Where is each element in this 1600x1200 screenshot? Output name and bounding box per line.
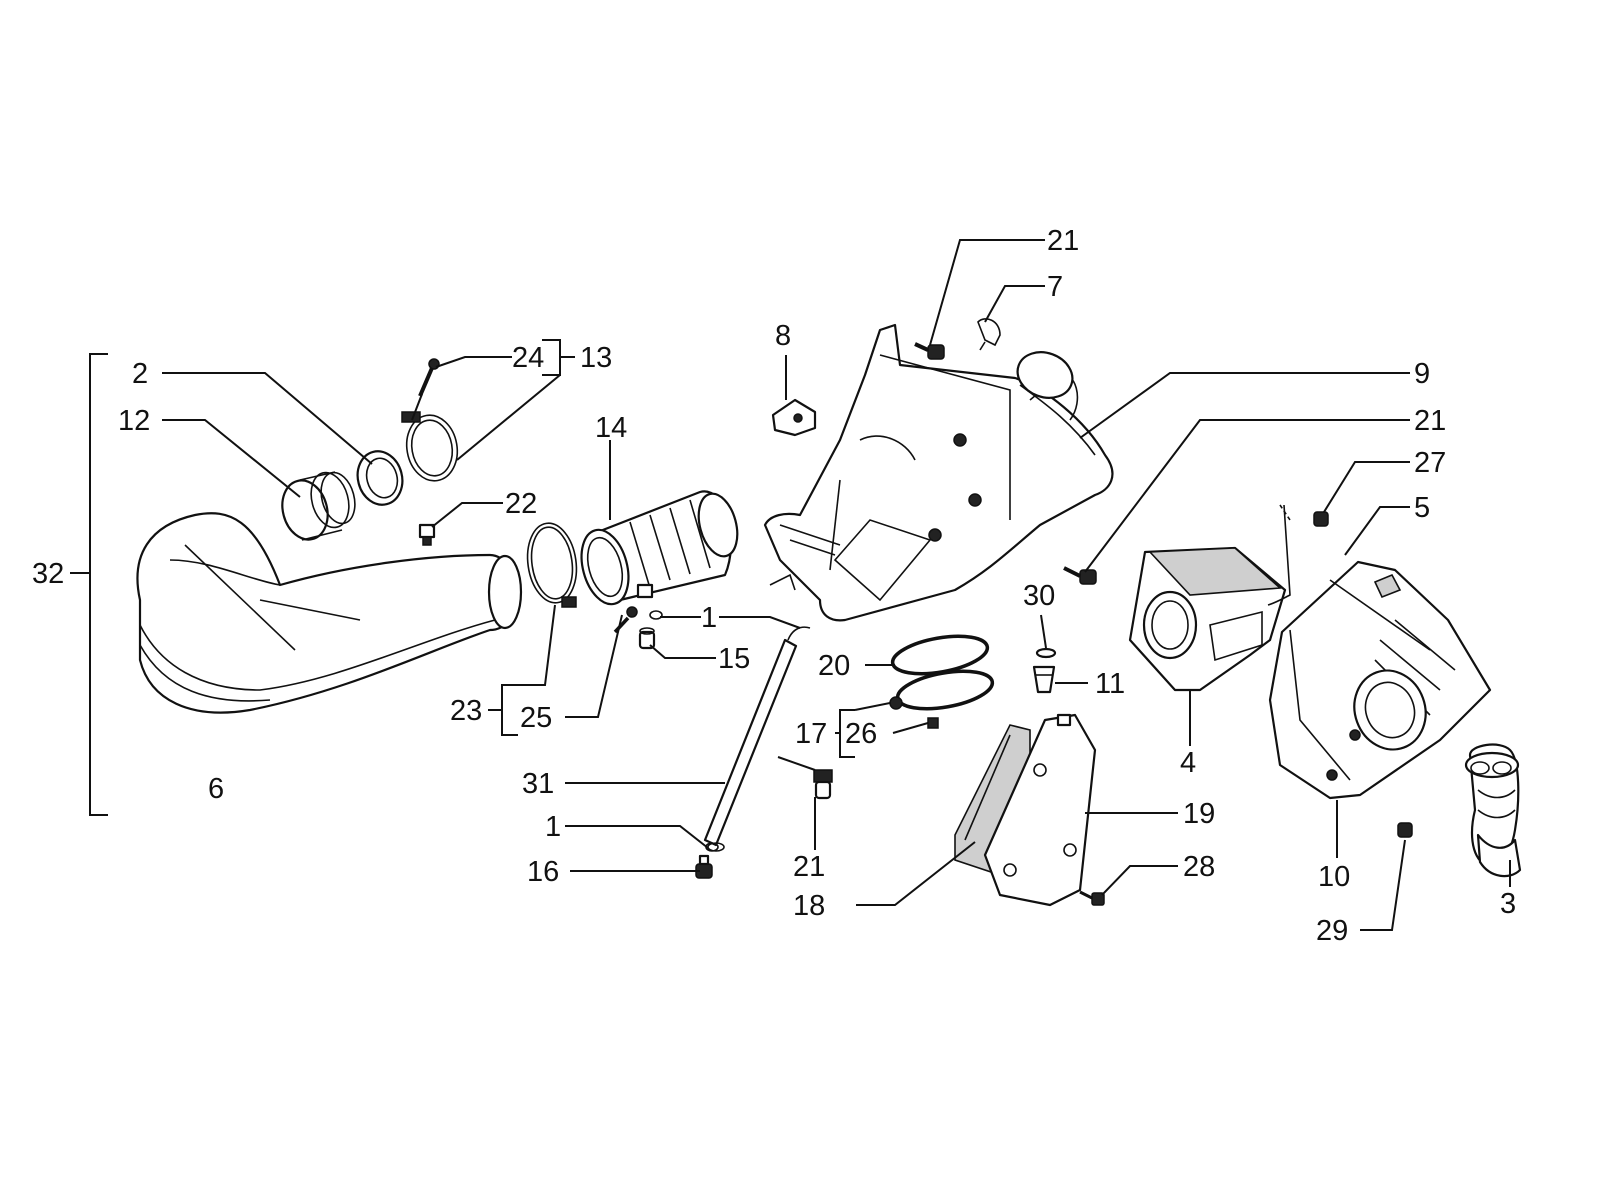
rubber-sleeve-part — [281, 471, 356, 541]
callout-19: 19 — [1183, 798, 1215, 830]
callout-6: 6 — [208, 773, 224, 805]
callout-4: 4 — [1180, 747, 1196, 779]
callout-7: 7 — [1047, 271, 1063, 303]
screw-part-21-top — [914, 342, 945, 360]
screw-part-21-bottom — [813, 769, 833, 800]
callout-12: 12 — [118, 405, 150, 437]
callout-5: 5 — [1414, 492, 1430, 524]
washer-part-30 — [1035, 647, 1057, 659]
screw-part-29 — [1397, 822, 1413, 838]
breather-tube-part — [703, 626, 811, 852]
fastener-part-17 — [889, 696, 903, 710]
callout-3: 3 — [1500, 888, 1516, 920]
callout-21-bottom: 21 — [793, 851, 825, 883]
clip-part-7 — [977, 318, 1001, 351]
callout-2: 2 — [132, 358, 148, 390]
callout-27: 27 — [1414, 447, 1446, 479]
callout-28: 28 — [1183, 851, 1215, 883]
screw-part-27 — [1313, 511, 1329, 527]
screw-part-26 — [927, 717, 939, 729]
plug-part-11 — [1032, 665, 1056, 694]
callout-1-upper: 1 — [701, 602, 717, 634]
callout-10: 10 — [1318, 861, 1350, 893]
callout-30: 30 — [1023, 580, 1055, 612]
callout-25: 25 — [520, 702, 552, 734]
clamp-part-13 — [401, 411, 459, 482]
callout-31: 31 — [522, 768, 554, 800]
filter-element-part — [1128, 546, 1287, 692]
callout-32: 32 — [32, 558, 64, 590]
screw-part-25 — [613, 606, 638, 634]
leader-lines — [70, 239, 1511, 931]
air-box-cover-part — [1268, 560, 1492, 800]
intake-snorkel-part — [1464, 743, 1522, 878]
callout-21-top: 21 — [1047, 225, 1079, 257]
drain-screw-part — [695, 854, 713, 879]
filter-cover-part-19 — [983, 713, 1097, 907]
gasket-part-5 — [1267, 504, 1291, 606]
callout-26: 26 — [845, 718, 877, 750]
clip-parts — [649, 610, 719, 852]
air-box-base-part — [763, 323, 1114, 622]
screw-part-21-middle — [1063, 566, 1097, 585]
screw-part-28 — [1079, 890, 1105, 906]
callout-29: 29 — [1316, 915, 1348, 947]
callout-9: 9 — [1414, 358, 1430, 390]
callout-13: 13 — [580, 342, 612, 374]
callout-17: 17 — [795, 718, 827, 750]
gasket-rings-part — [890, 634, 995, 711]
callout-8: 8 — [775, 320, 791, 352]
callout-15: 15 — [718, 643, 750, 675]
callout-1-lower: 1 — [545, 811, 561, 843]
callout-11: 11 — [1095, 668, 1125, 700]
callout-24: 24 — [512, 342, 544, 374]
callout-20: 20 — [818, 650, 850, 682]
intake-duct-part — [136, 512, 523, 714]
callout-23: 23 — [450, 695, 482, 727]
bolt-part-22 — [418, 523, 436, 546]
callout-16: 16 — [527, 856, 559, 888]
callout-numbers: 32 2 12 24 13 14 22 1 15 23 25 6 31 1 16… — [32, 225, 1516, 947]
corrugated-hose-part — [580, 490, 739, 606]
ring-clamp-part — [526, 522, 578, 608]
callout-14: 14 — [595, 412, 627, 444]
cap-part — [356, 450, 404, 506]
callout-18: 18 — [793, 890, 825, 922]
callout-22: 22 — [505, 488, 537, 520]
bracket-part-8 — [771, 398, 817, 437]
callout-21-middle: 21 — [1414, 405, 1446, 437]
fitting-part-15 — [638, 627, 656, 650]
screw-part-24 — [411, 358, 440, 421]
